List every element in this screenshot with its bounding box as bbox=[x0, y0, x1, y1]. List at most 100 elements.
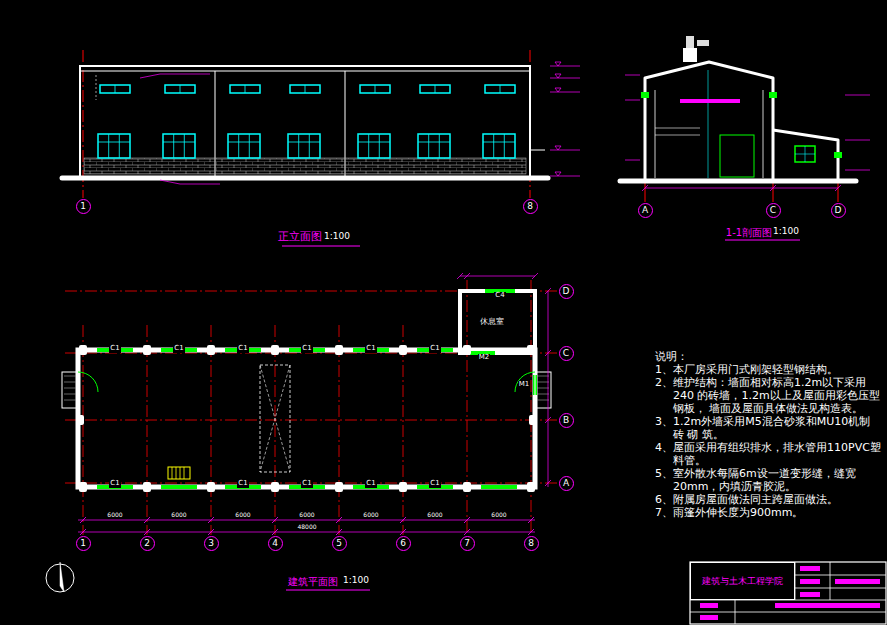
axis-number: A bbox=[563, 479, 569, 488]
axis-bubble: 1 bbox=[76, 199, 91, 214]
axis-bubble: D bbox=[559, 284, 574, 299]
note-text: 1、本厂房采用门式刚架轻型钢结构。 bbox=[655, 363, 881, 376]
window-tag: C1 bbox=[365, 345, 376, 353]
note-text: 2、维护结构：墙面相对标高1.2m以下采用240 的砖墙，1.2m以上及屋面用彩… bbox=[655, 376, 881, 415]
elevation-windows bbox=[98, 85, 515, 158]
window-mullion bbox=[163, 85, 195, 158]
axis-bubble: A bbox=[559, 476, 574, 491]
window-tag: C1 bbox=[109, 480, 120, 488]
window-tag: C1 bbox=[301, 480, 312, 488]
axis-bubble: 8 bbox=[524, 536, 539, 551]
title-underline bbox=[282, 246, 360, 247]
dimension-tick bbox=[528, 517, 534, 535]
steel-column bbox=[399, 345, 407, 355]
level-mark bbox=[550, 74, 580, 78]
tall-window bbox=[418, 134, 450, 158]
axis-number: 1 bbox=[80, 202, 86, 211]
level-mark bbox=[550, 172, 580, 176]
dimension-tick bbox=[336, 517, 342, 535]
axis-bubble: 1 bbox=[76, 536, 91, 551]
dimension-text: 6000 bbox=[426, 512, 443, 519]
axis-number: 8 bbox=[528, 539, 534, 548]
window-tag: C4 bbox=[494, 292, 505, 300]
axis-number: 7 bbox=[464, 539, 470, 548]
steel-column bbox=[335, 345, 343, 355]
axis-number: 3 bbox=[208, 539, 214, 548]
window-mullion bbox=[358, 85, 390, 158]
steel-column bbox=[271, 345, 279, 355]
dimension-tick bbox=[272, 517, 278, 535]
axis-bubble: C bbox=[766, 203, 781, 218]
note-text: 6、附属房屋面做法同主跨屋面做法。 bbox=[655, 493, 881, 506]
window-tag: C1 bbox=[365, 480, 376, 488]
dimension-tick bbox=[464, 517, 470, 535]
axis-bubble: B bbox=[559, 413, 574, 428]
dimension-text: 6000 bbox=[298, 512, 315, 519]
tall-window bbox=[98, 134, 130, 158]
axis-number: 1 bbox=[80, 539, 86, 548]
plan-openings bbox=[76, 345, 537, 535]
dimension-text: 6000 bbox=[106, 512, 123, 519]
tall-window bbox=[228, 134, 260, 158]
window-mullion bbox=[483, 85, 515, 158]
dimension-text: 48000 bbox=[296, 524, 317, 531]
dimension-text: 6000 bbox=[234, 512, 251, 519]
level-mark bbox=[550, 146, 580, 150]
steel-column bbox=[399, 482, 407, 492]
note-text: 4、屋面采用有组织排水，排水管用110PVC塑 料管。 bbox=[655, 441, 881, 467]
level-mark bbox=[550, 88, 580, 92]
front-elevation bbox=[62, 50, 548, 198]
steel-column bbox=[463, 482, 471, 492]
dimension-tick bbox=[400, 517, 406, 535]
dimension-tick bbox=[208, 517, 214, 535]
axis-number: A bbox=[642, 206, 648, 215]
axis-number: 8 bbox=[527, 202, 533, 211]
steel-column bbox=[207, 482, 215, 492]
dimension-tick bbox=[144, 517, 150, 535]
axis-bubble: D bbox=[831, 203, 846, 218]
tall-window bbox=[483, 134, 515, 158]
axis-number: 6 bbox=[400, 539, 406, 548]
steel-column bbox=[143, 345, 151, 355]
steel-column bbox=[529, 415, 537, 425]
scale-text: 1:100 bbox=[323, 232, 351, 242]
tall-window bbox=[288, 134, 320, 158]
door-tag: M1 bbox=[518, 381, 531, 389]
note-text: 7、雨篷外伸长度为900mm。 bbox=[655, 506, 881, 519]
title-underline bbox=[286, 590, 370, 591]
window-mullion bbox=[288, 85, 320, 158]
window-mullion bbox=[98, 85, 130, 158]
tall-window bbox=[163, 134, 195, 158]
note-text: 说明： bbox=[655, 350, 881, 363]
window-tag: C1 bbox=[109, 345, 120, 353]
notes-column: 说明：1、本厂房采用门式刚架轻型钢结构。2、维护结构：墙面相对标高1.2m以下采… bbox=[655, 350, 881, 519]
window-tag: C1 bbox=[173, 345, 184, 353]
window-tag: C1 bbox=[237, 480, 248, 488]
floor-plan bbox=[46, 273, 558, 592]
room-name: 休息室 bbox=[479, 318, 505, 327]
steel-column bbox=[463, 345, 471, 355]
school-name: 建筑与土木工程学院 bbox=[702, 577, 783, 586]
title-underline bbox=[725, 240, 800, 241]
door-tag: M2 bbox=[478, 354, 491, 362]
axis-number: C bbox=[770, 206, 776, 215]
steel-column bbox=[76, 415, 84, 425]
plan-window bbox=[161, 485, 197, 489]
axis-number: 4 bbox=[272, 539, 278, 548]
dimension-text: 6000 bbox=[170, 512, 187, 519]
level-marks bbox=[550, 62, 580, 176]
dimension-tick bbox=[80, 517, 86, 535]
window-tag: C1 bbox=[429, 345, 440, 353]
steel-column bbox=[143, 482, 151, 492]
axis-bubble: 5 bbox=[332, 536, 347, 551]
drawing-title: 1-1剖面图 bbox=[725, 227, 773, 238]
axis-number: 5 bbox=[336, 539, 342, 548]
steel-column bbox=[271, 482, 279, 492]
axis-bubble: 3 bbox=[204, 536, 219, 551]
steel-column bbox=[527, 345, 535, 355]
note-text: 3、1.2m外墙采用M5混合砂浆和MU10机制砖 砌 筑。 bbox=[655, 415, 881, 441]
section-1-1 bbox=[620, 36, 870, 202]
dimension-text: 6000 bbox=[362, 512, 379, 519]
axis-bubble: 8 bbox=[523, 199, 538, 214]
dimension-text: 6000 bbox=[490, 512, 507, 519]
